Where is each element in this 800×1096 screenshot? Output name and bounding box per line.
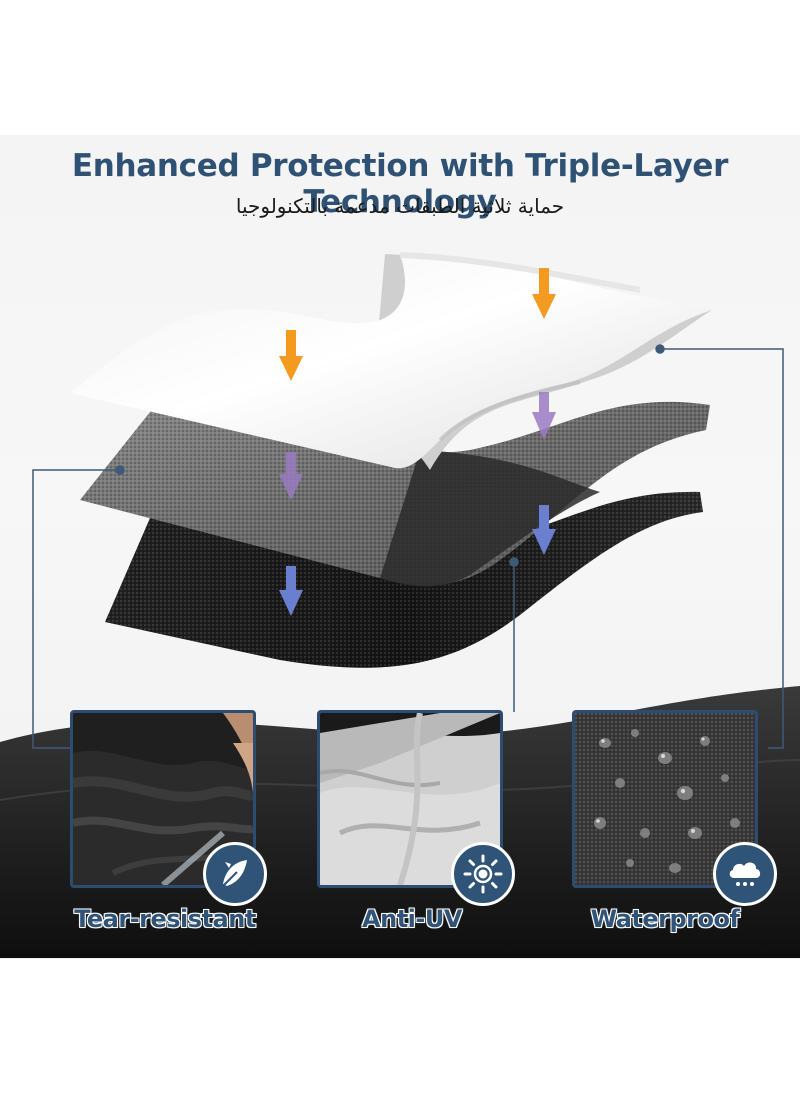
layer-top-white <box>70 252 712 470</box>
arrow-purple-right-icon <box>532 392 556 440</box>
feature-label-tear-resistant: Tear-resistant <box>74 905 257 934</box>
arrow-purple-left-icon <box>279 452 303 500</box>
feature-badge-anti-uv <box>451 842 515 906</box>
connector-lines <box>32 344 784 749</box>
page-subtitle: حماية ثلاثية الطبقات مدعمة بالتكنولوجيا <box>235 194 565 218</box>
page-title: Enhanced Protection with Triple-Layer Te… <box>71 148 729 220</box>
feature-label-waterproof: Waterproof <box>590 905 740 934</box>
feature-badge-tear-resistant <box>203 842 267 906</box>
rain-cloud-icon <box>729 862 761 886</box>
sun-icon <box>463 854 503 894</box>
feature-badge-waterproof <box>713 842 777 906</box>
arrow-blue-left-icon <box>279 566 303 616</box>
arrow-orange-left-icon <box>279 330 303 381</box>
leaf-shield-icon <box>222 860 247 887</box>
feature-label-anti-uv: Anti-UV <box>362 905 463 934</box>
feature-image-anti-uv <box>317 710 503 888</box>
arrow-orange-right-icon <box>532 268 556 319</box>
layer-middle-grey <box>80 397 710 587</box>
arrow-blue-right-icon <box>532 505 556 555</box>
